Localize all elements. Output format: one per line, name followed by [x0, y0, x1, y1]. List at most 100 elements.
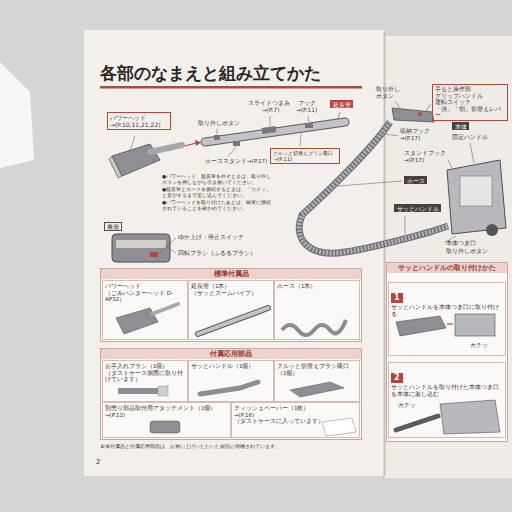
dust-case: [460, 176, 492, 206]
part-tag: 延長管: [330, 100, 353, 108]
tissue-icon: [322, 418, 356, 436]
leader-line: [426, 104, 431, 111]
part-label: ホーススタンド→(P.17): [205, 158, 267, 165]
item-cell: ホース（1本）: [274, 280, 360, 340]
panel-ground: [100, 268, 362, 342]
part-text: →(P.16): [234, 412, 357, 419]
leader-line: [338, 181, 402, 186]
tag-text: 本体: [455, 123, 467, 130]
part-text: （サッとズームパイプ）: [191, 290, 271, 297]
part-text: クルッと切替えブラシ吸口: [273, 150, 337, 156]
step-box: 2サッとハンドルを取り付けた本体つぎ口を本体に差し込む: [388, 362, 506, 438]
part-text: お手入れブラシ（1個）: [105, 363, 185, 370]
tag-text: 延長管: [333, 101, 351, 108]
brush-icon: [118, 388, 158, 394]
item-cell: ティッシュペーパー（1枚）→(P.16)（ダストケースに入っています）: [231, 402, 360, 438]
power-head-icon-neck: [152, 304, 178, 314]
stop-switch: [150, 252, 158, 257]
part-text: 「強」「弱」切替えレバー: [435, 106, 505, 119]
note-text: ●パワーヘッド、延長管を外すときは、取り外しボタンを押しながら引き抜いてください…: [162, 174, 272, 186]
part-label: 取り外しボタン: [376, 86, 402, 100]
callout-box: 手もと操作部グリップハンドル運転スイッチ「強」「弱」切替えレバー: [432, 84, 508, 121]
page-number: 2: [96, 458, 100, 466]
fit-arrow: [185, 143, 196, 146]
leader-line: [395, 101, 400, 108]
page-reference: →(P.11): [296, 107, 317, 114]
part-text: （ダストケースに入っています）: [234, 418, 357, 425]
part-text: パワーヘッド: [110, 114, 168, 121]
attachment-icon: [150, 421, 180, 433]
tag-text: ホース: [407, 177, 425, 184]
leader-line: [228, 147, 236, 156]
part-text: 延長管（1本）: [191, 283, 271, 290]
paper-sheet: [0, 62, 34, 168]
panel-heading: 付属応用部品: [101, 349, 361, 359]
leader-line: [159, 238, 176, 253]
step-arrow: [447, 323, 453, 324]
item-cell: パワーヘッド（ごみハンターヘッド D-AP32）: [102, 280, 188, 340]
panel-heading: サッとハンドルの取り付けかた: [387, 263, 507, 273]
part-text: →(P.12): [105, 412, 228, 419]
body-step-figure: [440, 400, 500, 434]
item-cell: お手入れブラシ（1個）（ダストケース側面に取り付けています）: [102, 360, 188, 402]
hook: [305, 123, 313, 128]
vacuum-body: [447, 160, 506, 234]
note-text: ●パワーヘッドを取り付けたあとは、確実に接続されていることを確かめてください。: [162, 200, 272, 212]
grip-handle: [392, 108, 434, 122]
panel-ground: [100, 348, 362, 440]
power-head-underside: [112, 234, 170, 262]
body-inlet-figure: [455, 314, 495, 336]
part-label: スライドつまみ: [248, 100, 290, 107]
part-label: 取り外しボタン: [198, 120, 240, 127]
part-label: 取り外しボタン: [446, 248, 488, 255]
hose: [299, 122, 448, 253]
step-text: サッとハンドルを本体つぎ口に取り付ける: [391, 304, 503, 318]
part-tag: 本体: [452, 122, 469, 130]
step-number: 1: [391, 293, 403, 303]
pipe-step-figure: [396, 416, 438, 430]
handle-icon: [200, 382, 258, 394]
part-label: 固定ハンドル: [452, 134, 488, 141]
page-title: 各部のなまえと組み立てかた: [100, 63, 321, 83]
handle-step-figure: [396, 316, 446, 336]
tag-text: サッとハンドル: [397, 205, 439, 212]
leader-line: [300, 134, 301, 146]
part-text: →(P.11): [273, 156, 337, 162]
accessory-panel: 標準付属品パワーヘッド（ごみハンターヘッド D-AP32）延長管（1本）（サッと…: [100, 268, 362, 342]
item-cell: サッとハンドル（1個）: [188, 360, 274, 402]
leader-line: [308, 116, 309, 122]
leader-line: [217, 129, 218, 134]
part-label: 収納フック→(P.17): [400, 128, 430, 141]
part-text: クルッと切替えブラシ吸口（1個）: [277, 363, 357, 376]
hose-ribs: [299, 122, 448, 253]
wheel: [486, 224, 498, 236]
panel-ground: [386, 262, 508, 442]
part-label: 回転ブラシ（ふるるブラシ）: [178, 250, 256, 257]
leader-line: [338, 112, 340, 119]
callout-box: パワーヘッド→(P.10,11,21,22): [107, 112, 171, 130]
rotating-brush: [116, 240, 166, 248]
part-label: スタンドフック→(P.17): [404, 150, 448, 163]
part-text: グリップハンドル: [435, 93, 505, 100]
part-label: フック: [298, 100, 316, 107]
item-cell: 別売り部品取付用アタッチメント（1個）→(P.12): [102, 402, 231, 438]
item-cell: クルッと切替えブラシ吸口（1個）: [274, 360, 360, 402]
step-number: 2: [391, 373, 403, 383]
part-text: （ごみハンターヘッド D-AP32）: [105, 290, 185, 303]
footer-note: 本体付属品と付属応用部品は、お買い上げいただいた製品に同梱されています。: [100, 444, 362, 450]
page-reference: →(P.7): [262, 107, 280, 114]
leader-line: [130, 136, 135, 151]
hose-stand: [233, 141, 240, 146]
slide-knob: [262, 126, 277, 134]
run-switch: [418, 112, 422, 116]
power-head-icon: [116, 308, 158, 334]
accessory-panel: 付属応用部品お手入れブラシ（1個）（ダストケース側面に取り付けています）サッとハ…: [100, 348, 362, 440]
note-text: ●延長管とホースを接続するときは、「カチッ」と音がするまで差し込んでください。: [162, 187, 272, 199]
release-button: [214, 135, 220, 140]
part-text: 手もと操作部: [435, 86, 505, 93]
part-text: →(P.10,11,21,22): [110, 121, 168, 128]
hose-icon: [282, 320, 346, 335]
pipe-icon: [198, 308, 268, 334]
pipe-icon-face: [198, 308, 268, 334]
